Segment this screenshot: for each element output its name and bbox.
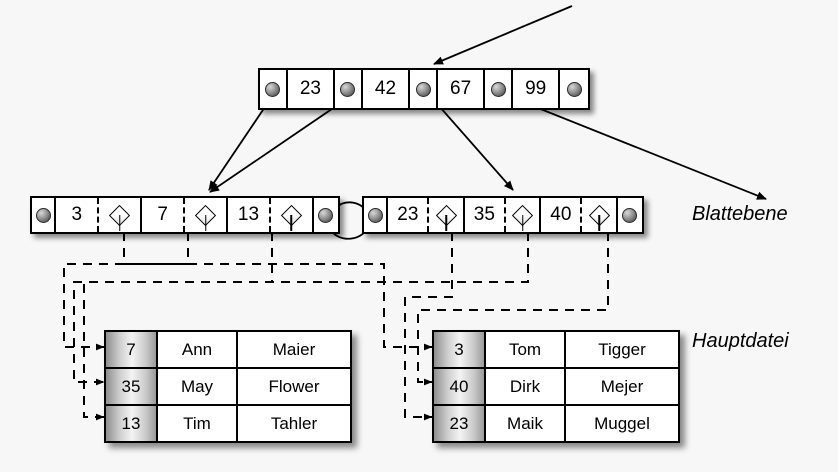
sphere-pointer-icon [622,207,638,223]
sphere-pointer-icon [415,81,431,97]
diamond-pointer-icon [429,198,462,232]
row-last-name: Maier [238,332,350,367]
leaf-right-key-2: 40 [541,198,583,232]
dashed-link-right-d3 [417,232,609,386]
root-pointer-4[interactable] [560,70,589,108]
row-first-name: Maik [486,406,566,441]
table-row[interactable]: 3 Tom Tigger [434,332,678,369]
label-main-file: Hauptdatei [692,330,789,352]
dashed-link-left-d2 [63,232,189,351]
diamond-pointer-icon [582,198,615,232]
table-row[interactable]: 23 Maik Muggel [434,406,678,441]
dashed-link-left-d1 [123,232,433,351]
table-row[interactable]: 13 Tim Tahler [106,406,350,441]
row-first-name: Dirk [486,369,566,404]
row-first-name: Tim [158,406,238,441]
leaf-node-left[interactable]: 3 7 13 [30,196,340,234]
dashed-link-left-d3 [83,232,273,421]
leaf-left-key-2: 13 [228,198,271,232]
row-first-name: Ann [158,332,238,367]
diamond-pointer-icon [271,198,312,232]
leaf-left-record-pointer-2[interactable] [270,198,314,232]
leaf-right-record-pointer-2[interactable] [582,198,618,232]
row-last-name: Flower [238,369,350,404]
dashed-link-right-d1 [404,232,453,421]
leaf-right-key-0: 23 [388,198,430,232]
root-index-node[interactable]: 23 42 67 99 [258,68,590,110]
sphere-pointer-icon [318,207,334,223]
diamond-pointer-icon [506,198,539,232]
sphere-pointer-icon [35,207,51,223]
sphere-pointer-icon [367,207,383,223]
row-last-name: Muggel [566,406,678,441]
leaf-left-key-0: 3 [56,198,100,232]
root-pointer-1[interactable] [335,70,363,108]
leaf-left-key-1: 7 [142,198,186,232]
root-pointer-0[interactable] [260,70,288,108]
root-key-0: 23 [287,70,336,108]
leaf-left-record-pointer-1[interactable] [185,198,228,232]
leaf-left-record-pointer-0[interactable] [99,198,143,232]
row-key: 3 [434,332,486,367]
leaf-left-prev-pointer[interactable] [32,198,57,232]
leaf-right-record-pointer-0[interactable] [429,198,465,232]
diamond-pointer-icon [99,198,140,232]
label-leaf-level: Blattebene [692,203,788,225]
sphere-pointer-icon [490,81,506,97]
row-key: 13 [106,406,158,441]
leaf-right-record-pointer-1[interactable] [505,198,542,232]
root-pointer-3[interactable] [485,70,513,108]
sphere-pointer-icon [566,81,582,97]
leaf-left-next-pointer[interactable] [313,198,339,232]
sphere-pointer-icon [340,81,356,97]
root-key-2: 67 [437,70,486,108]
table-row[interactable]: 40 Dirk Mejer [434,369,678,406]
dashed-link-right-d2 [73,232,529,386]
row-key: 40 [434,369,486,404]
row-key: 35 [106,369,158,404]
diamond-pointer-icon [185,198,226,232]
arrow-root-to-right-leaf [431,97,514,191]
leaf-node-right[interactable]: 23 35 40 [362,196,644,234]
row-last-name: Mejer [566,369,678,404]
row-key: 23 [434,406,486,441]
table-row[interactable]: 35 May Flower [106,369,350,406]
root-pointer-2[interactable] [410,70,438,108]
row-first-name: May [158,369,238,404]
sphere-pointer-icon [265,81,281,97]
row-last-name: Tahler [238,406,350,441]
leaf-right-key-1: 35 [464,198,506,232]
main-file-table-right[interactable]: 3 Tom Tigger 40 Dirk Mejer 23 Maik Mugge… [432,330,680,443]
arrow-root-p2-to-leaf [209,97,349,193]
leaf-right-prev-pointer[interactable] [364,198,389,232]
arrow-root-to-left-leaf [208,97,272,191]
row-last-name: Tigger [566,332,678,367]
row-first-name: Tom [486,332,566,367]
table-row[interactable]: 7 Ann Maier [106,332,350,369]
row-key: 7 [106,332,158,367]
leaf-right-next-pointer[interactable] [617,198,643,232]
arrow-into-root [433,5,573,65]
root-key-3: 99 [512,70,561,108]
main-file-table-left[interactable]: 7 Ann Maier 35 May Flower 13 Tim Tahler [104,330,352,443]
root-key-1: 42 [362,70,411,108]
arrow-root-to-next-level [512,97,767,200]
